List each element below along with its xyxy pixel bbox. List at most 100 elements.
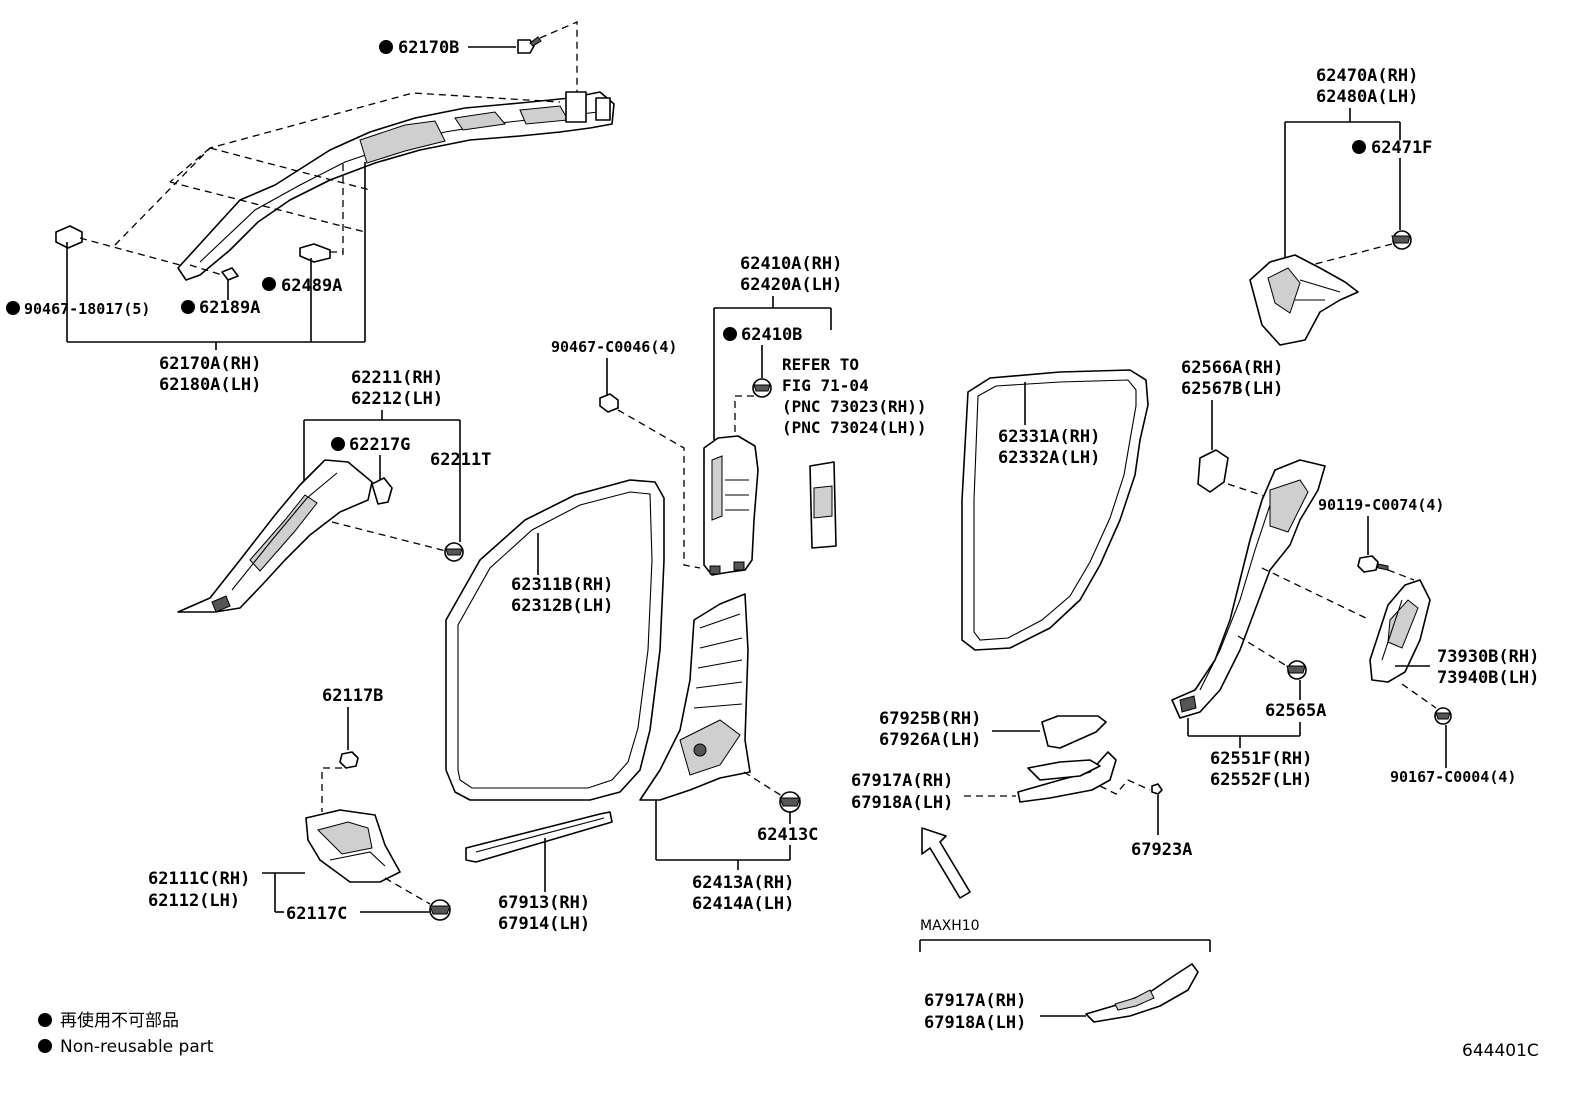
clip-62489A-icon [299, 243, 331, 263]
label-62489A: 62489A [281, 276, 342, 296]
clip-62565A-icon [1286, 660, 1307, 680]
legend-jp: 再使用不可部品 [60, 1010, 179, 1031]
clip-62471F-icon [1391, 230, 1412, 250]
quarter-trim-upper-62470A-part [1249, 254, 1359, 346]
label-62414A: 62414A(LH) [692, 894, 794, 914]
quarter-trim-lower-group: 62566A(RH) 62567B(LH) 62565A 62551F(RH) … [1171, 358, 1371, 790]
label-62552F: 62552F(LH) [1210, 770, 1312, 790]
label-62170B: 62170B [398, 38, 459, 58]
cowl-side-trim-group: 62117B 62117C 62111C(RH) 62112(LH) [148, 686, 451, 924]
pillar-garnish-62211-part [177, 459, 373, 613]
scuff-plate-67913-part [465, 811, 613, 863]
label-90167-C0004: 90167-C0004(4) [1390, 768, 1516, 786]
label-62117C: 62117C [286, 904, 347, 924]
label-62311B: 62311B(RH) [511, 575, 613, 595]
label-62332A: 62332A(LH) [998, 448, 1100, 468]
label-62551F: 62551F(RH) [1210, 749, 1312, 769]
label-67918A-upper: 67918A(LH) [851, 793, 953, 813]
clip-90467-C0046-icon [599, 393, 619, 413]
label-67923A: 67923A [1131, 840, 1192, 860]
sill-67917A-maxh10-part [1085, 963, 1199, 1023]
clip-62189A-icon [221, 267, 239, 281]
label-67913: 67913(RH) [498, 893, 590, 913]
rear-door-opening-trim-group: 62331A(RH) 62332A(LH) [961, 369, 1149, 651]
a-pillar-garnish-part [177, 91, 615, 281]
label-62413A: 62413A(RH) [692, 873, 794, 893]
bracket-62566A-part [1197, 449, 1229, 493]
quarter-trim-upper-group: 62470A(RH) 62480A(LH) 62471F [1249, 66, 1432, 346]
maxh10-section: MAXH10 67917A(RH) 67918A(LH) [919, 827, 1211, 1033]
label-90119-C0074: 90119-C0074(4) [1318, 496, 1444, 514]
label-62420A: 62420A(LH) [740, 275, 842, 295]
weatherstrip-62331A-part [961, 369, 1149, 651]
non-reusable-marker-icon [379, 40, 393, 54]
seat-belt-guide-group: 90119-C0074(4) 73930B(RH) 73940B(LH) 901… [1318, 496, 1539, 786]
center-pillar-upper-group: 62410A(RH) 62420A(LH) 62410B 90467-C0046… [551, 254, 927, 576]
clip-62117B-icon [339, 751, 359, 769]
refer-text-1: REFER TO [782, 355, 859, 374]
label-62170A: 62170A(RH) [159, 354, 261, 374]
label-62180A: 62180A(LH) [159, 375, 261, 395]
non-reusable-marker-icon [6, 301, 20, 315]
non-reusable-marker-icon [1352, 140, 1366, 154]
label-62471F: 62471F [1371, 138, 1432, 158]
clip-62211T-icon [444, 542, 464, 562]
front-door-opening-trim-group: 62311B(RH) 62312B(LH) [445, 479, 665, 801]
label-62212: 62212(LH) [351, 389, 443, 409]
weatherstrip-62311B-part [445, 479, 665, 801]
label-62566A: 62566A(RH) [1181, 358, 1283, 378]
center-pillar-lower-62413A-part [639, 593, 751, 801]
label-62217G: 62217G [349, 435, 410, 455]
non-reusable-marker-icon [38, 1039, 52, 1053]
refer-text-4: (PNC 73024(LH)) [782, 418, 927, 437]
direction-arrow-icon [921, 827, 971, 899]
clip-62170B-icon [517, 36, 542, 54]
label-67917A-upper: 67917A(RH) [851, 771, 953, 791]
refer-text-2: FIG 71-04 [782, 376, 869, 395]
label-62312B: 62312B(LH) [511, 596, 613, 616]
label-62410A: 62410A(RH) [740, 254, 842, 274]
label-62112: 62112(LH) [148, 891, 240, 911]
bolt-90167-C0004-icon [1434, 707, 1452, 725]
quarter-trim-lower-62551F-part [1171, 459, 1326, 719]
seat-belt-anchor-cover-part [809, 461, 837, 549]
non-reusable-marker-icon [181, 300, 195, 314]
non-reusable-marker-icon [723, 327, 737, 341]
clip-62413C-icon [779, 791, 801, 813]
label-62410B: 62410B [741, 325, 802, 345]
clip-62410B-icon [752, 378, 772, 398]
label-62413C: 62413C [757, 825, 818, 845]
label-67914: 67914(LH) [498, 914, 590, 934]
label-62211T: 62211T [430, 450, 491, 470]
non-reusable-marker-icon [331, 437, 345, 451]
label-73930B: 73930B(RH) [1437, 647, 1539, 667]
label-73940B: 73940B(LH) [1437, 668, 1539, 688]
label-67917A-lower: 67917A(RH) [924, 991, 1026, 1011]
label-90467-18017: 90467-18017(5) [24, 300, 150, 318]
rear-sill-group: 67925B(RH) 67926A(LH) 67917A(RH) 67918A(… [851, 709, 1192, 860]
label-62117B: 62117B [322, 686, 383, 706]
maxh10-label: MAXH10 [920, 918, 980, 934]
center-pillar-lower-group: 62413C 62413A(RH) 62414A(LH) [639, 593, 818, 914]
sill-67917A-part [1017, 751, 1117, 803]
label-62470A: 62470A(RH) [1316, 66, 1418, 86]
refer-text-3: (PNC 73023(RH)) [782, 397, 927, 416]
label-62211: 62211(RH) [351, 368, 443, 388]
label-67918A-lower: 67918A(LH) [924, 1013, 1026, 1033]
figure-id: 644401C [1462, 1041, 1539, 1061]
label-62480A: 62480A(LH) [1316, 87, 1418, 107]
label-90467-C0046: 90467-C0046(4) [551, 338, 677, 356]
non-reusable-marker-icon [262, 277, 276, 291]
label-62189A: 62189A [199, 298, 260, 318]
cowl-side-trim-62111C-part [305, 809, 401, 883]
bolt-90119-C0074-icon [1357, 555, 1389, 573]
label-62111C: 62111C(RH) [148, 869, 250, 889]
label-62331A: 62331A(RH) [998, 427, 1100, 447]
label-62565A: 62565A [1265, 701, 1326, 721]
legend-en: Non-reusable part [60, 1037, 214, 1057]
seat-belt-anchor-73930B-part [1369, 579, 1431, 683]
clip-67923A-icon [1151, 783, 1163, 795]
clip-62217G-icon [371, 477, 393, 505]
non-reusable-marker-icon [38, 1013, 52, 1027]
